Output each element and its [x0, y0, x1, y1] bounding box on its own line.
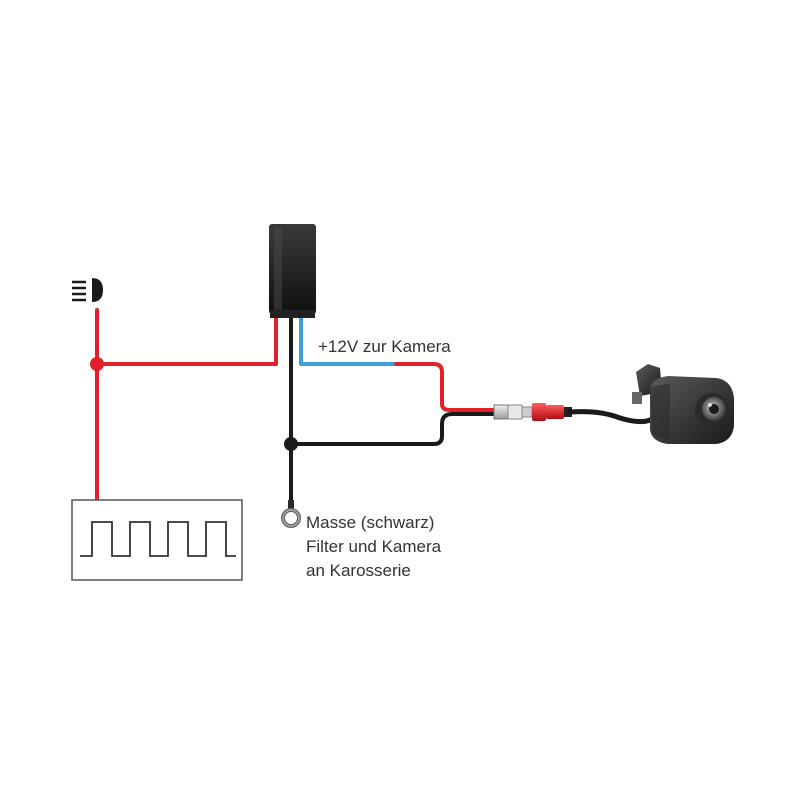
ground-label-line2: Filter und Kamera: [306, 537, 442, 556]
square-wave-signal-icon: [71, 499, 243, 581]
camera-supply-label: +12V zur Kamera: [318, 337, 451, 356]
ground-junction: [284, 437, 298, 451]
blue-output-wire: [299, 316, 398, 366]
camera-cable: [567, 409, 653, 425]
ring-terminal-icon: [281, 500, 301, 528]
camera-icon: [632, 364, 734, 444]
ground-label-line1: Masse (schwarz): [306, 513, 434, 532]
filter-box: [269, 224, 316, 318]
red-input-wire: [95, 316, 278, 366]
red-junction: [90, 357, 104, 371]
ground-wire-camera: [289, 412, 498, 446]
wire-connector: [493, 403, 572, 421]
ground-label-line3: an Karosserie: [306, 561, 411, 580]
camera-supply-wire: [394, 362, 498, 412]
headlight-icon: [72, 278, 103, 302]
